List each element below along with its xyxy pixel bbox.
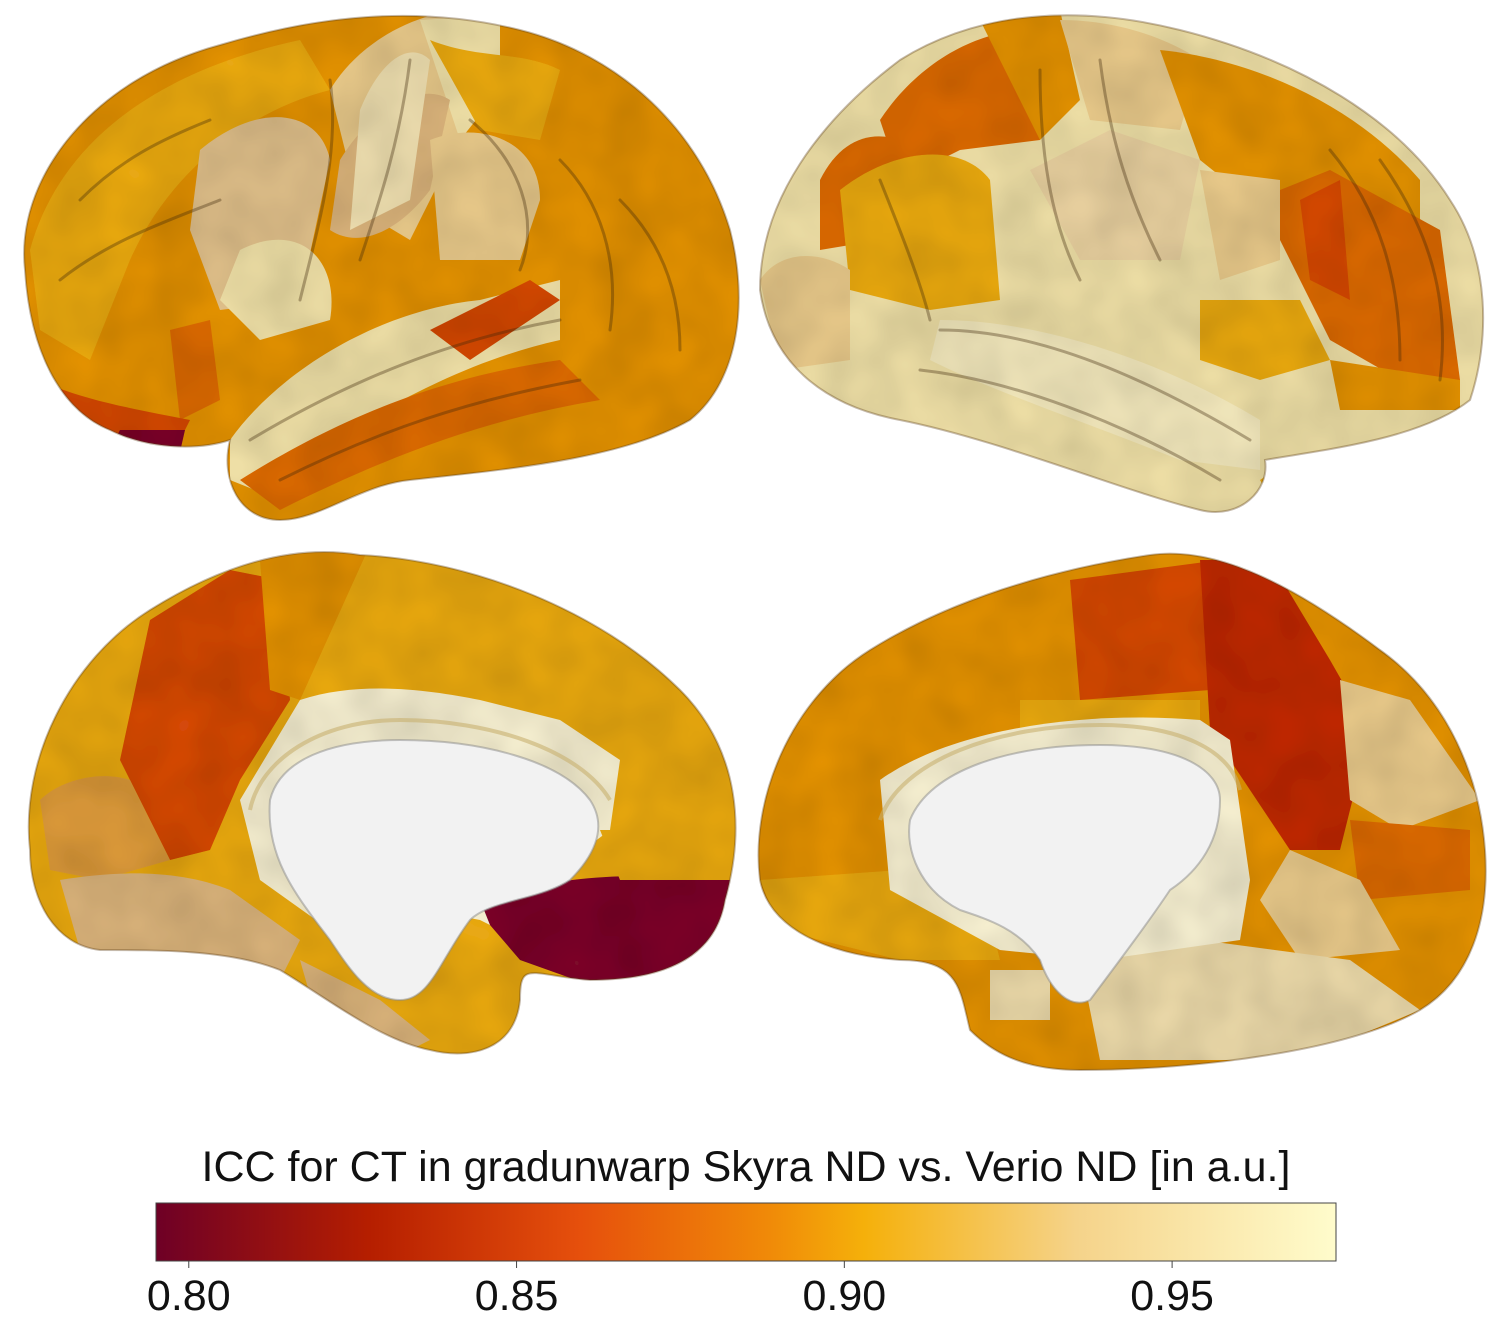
colorbar-tick-label: 0.85	[474, 1272, 559, 1320]
colorbar-ticks	[188, 1261, 1173, 1268]
left-hemisphere-medial-view	[27, 551, 737, 1055]
colorbar-tick-label: 0.90	[802, 1272, 887, 1320]
colorbar-tick-label: 0.95	[1130, 1272, 1214, 1320]
corpus-callosum-region	[268, 738, 600, 1002]
colorbar-title: ICC for CT in gradunwarp Skyra ND vs. Ve…	[201, 1143, 1291, 1191]
right-hemisphere-medial-view	[757, 552, 1487, 1072]
right-hemisphere-lateral-view	[758, 14, 1485, 513]
left-hemisphere-lateral-view	[23, 14, 740, 522]
colorbar	[155, 1202, 1337, 1268]
colorbar-gradient	[155, 1202, 1337, 1262]
corpus-callosum-region-right	[908, 743, 1222, 1004]
colorbar-tick-label: 0.80	[146, 1272, 231, 1320]
